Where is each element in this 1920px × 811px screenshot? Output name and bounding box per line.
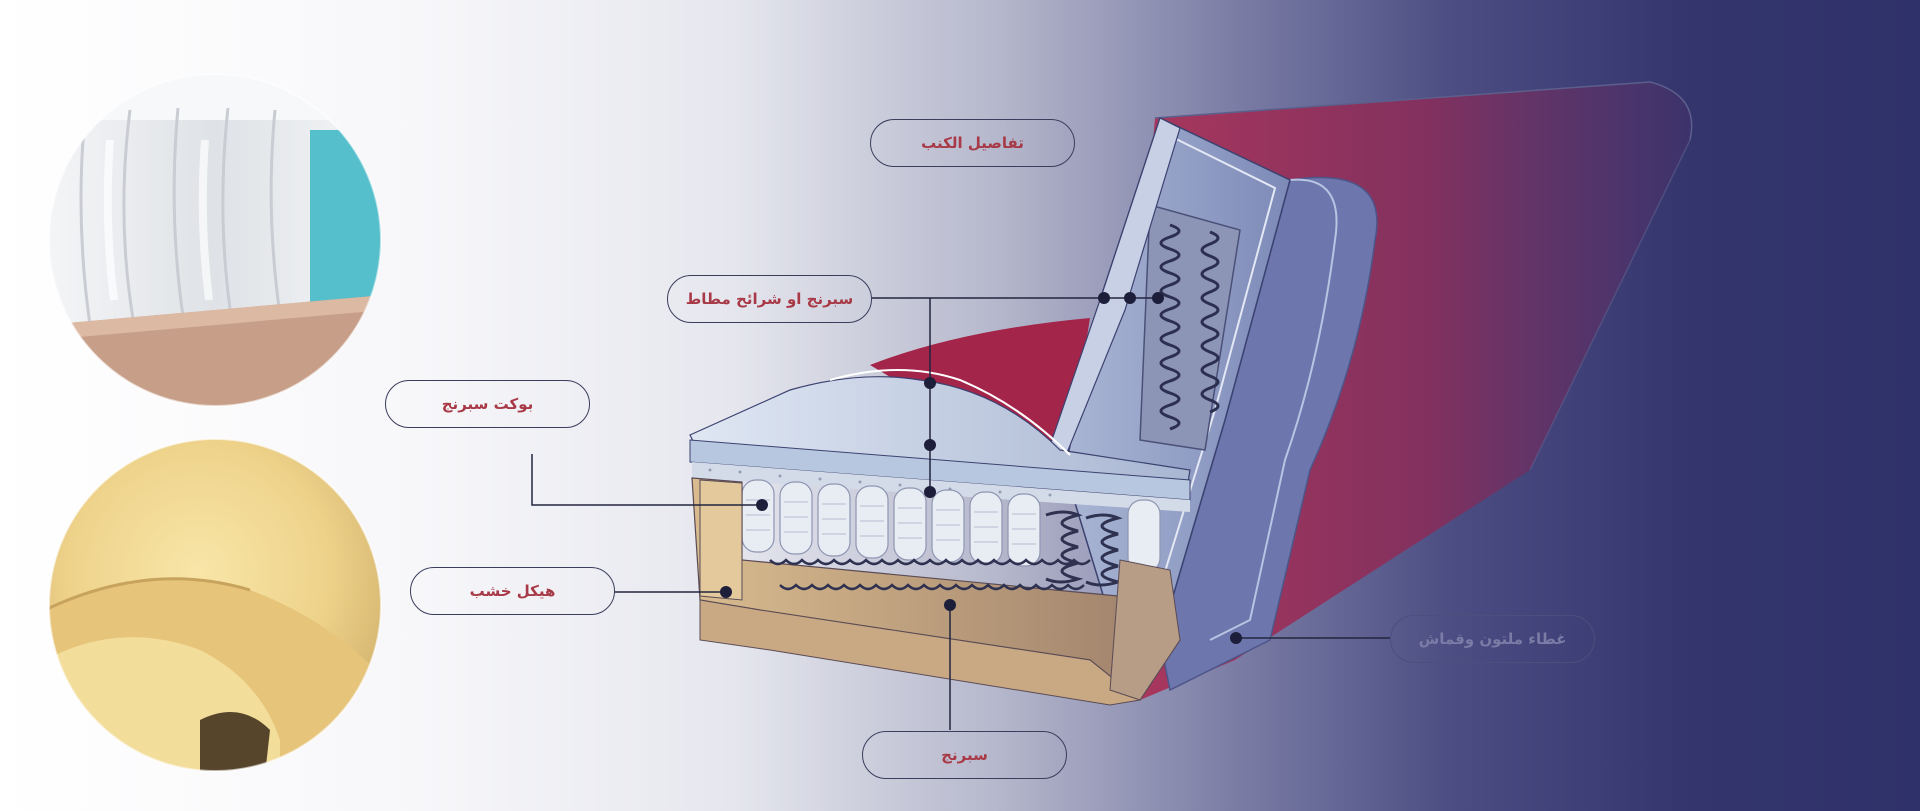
- label-sofa-details: تفاصيل الكنب: [870, 119, 1075, 167]
- label-pocket-spring: بوكت سبرنج: [385, 380, 590, 428]
- callout-dots: [720, 292, 1242, 644]
- leader-lines: [531, 297, 1390, 730]
- back-serpentine-springs: [1139, 204, 1241, 451]
- foam-photo: [49, 439, 381, 771]
- label-spring: سبرنج: [862, 731, 1067, 779]
- pocket-spring-photo: [49, 74, 381, 406]
- pocket-spring-row: [741, 479, 1161, 573]
- sofa-illustration: [689, 81, 1693, 706]
- label-foam-and-fabric-cover: غطاء ملتون وقماش: [1390, 615, 1595, 663]
- label-wood-frame: هيكل خشب: [410, 567, 615, 615]
- label-springs-or-elastic: سبرنج او شرائح مطاط: [667, 275, 872, 323]
